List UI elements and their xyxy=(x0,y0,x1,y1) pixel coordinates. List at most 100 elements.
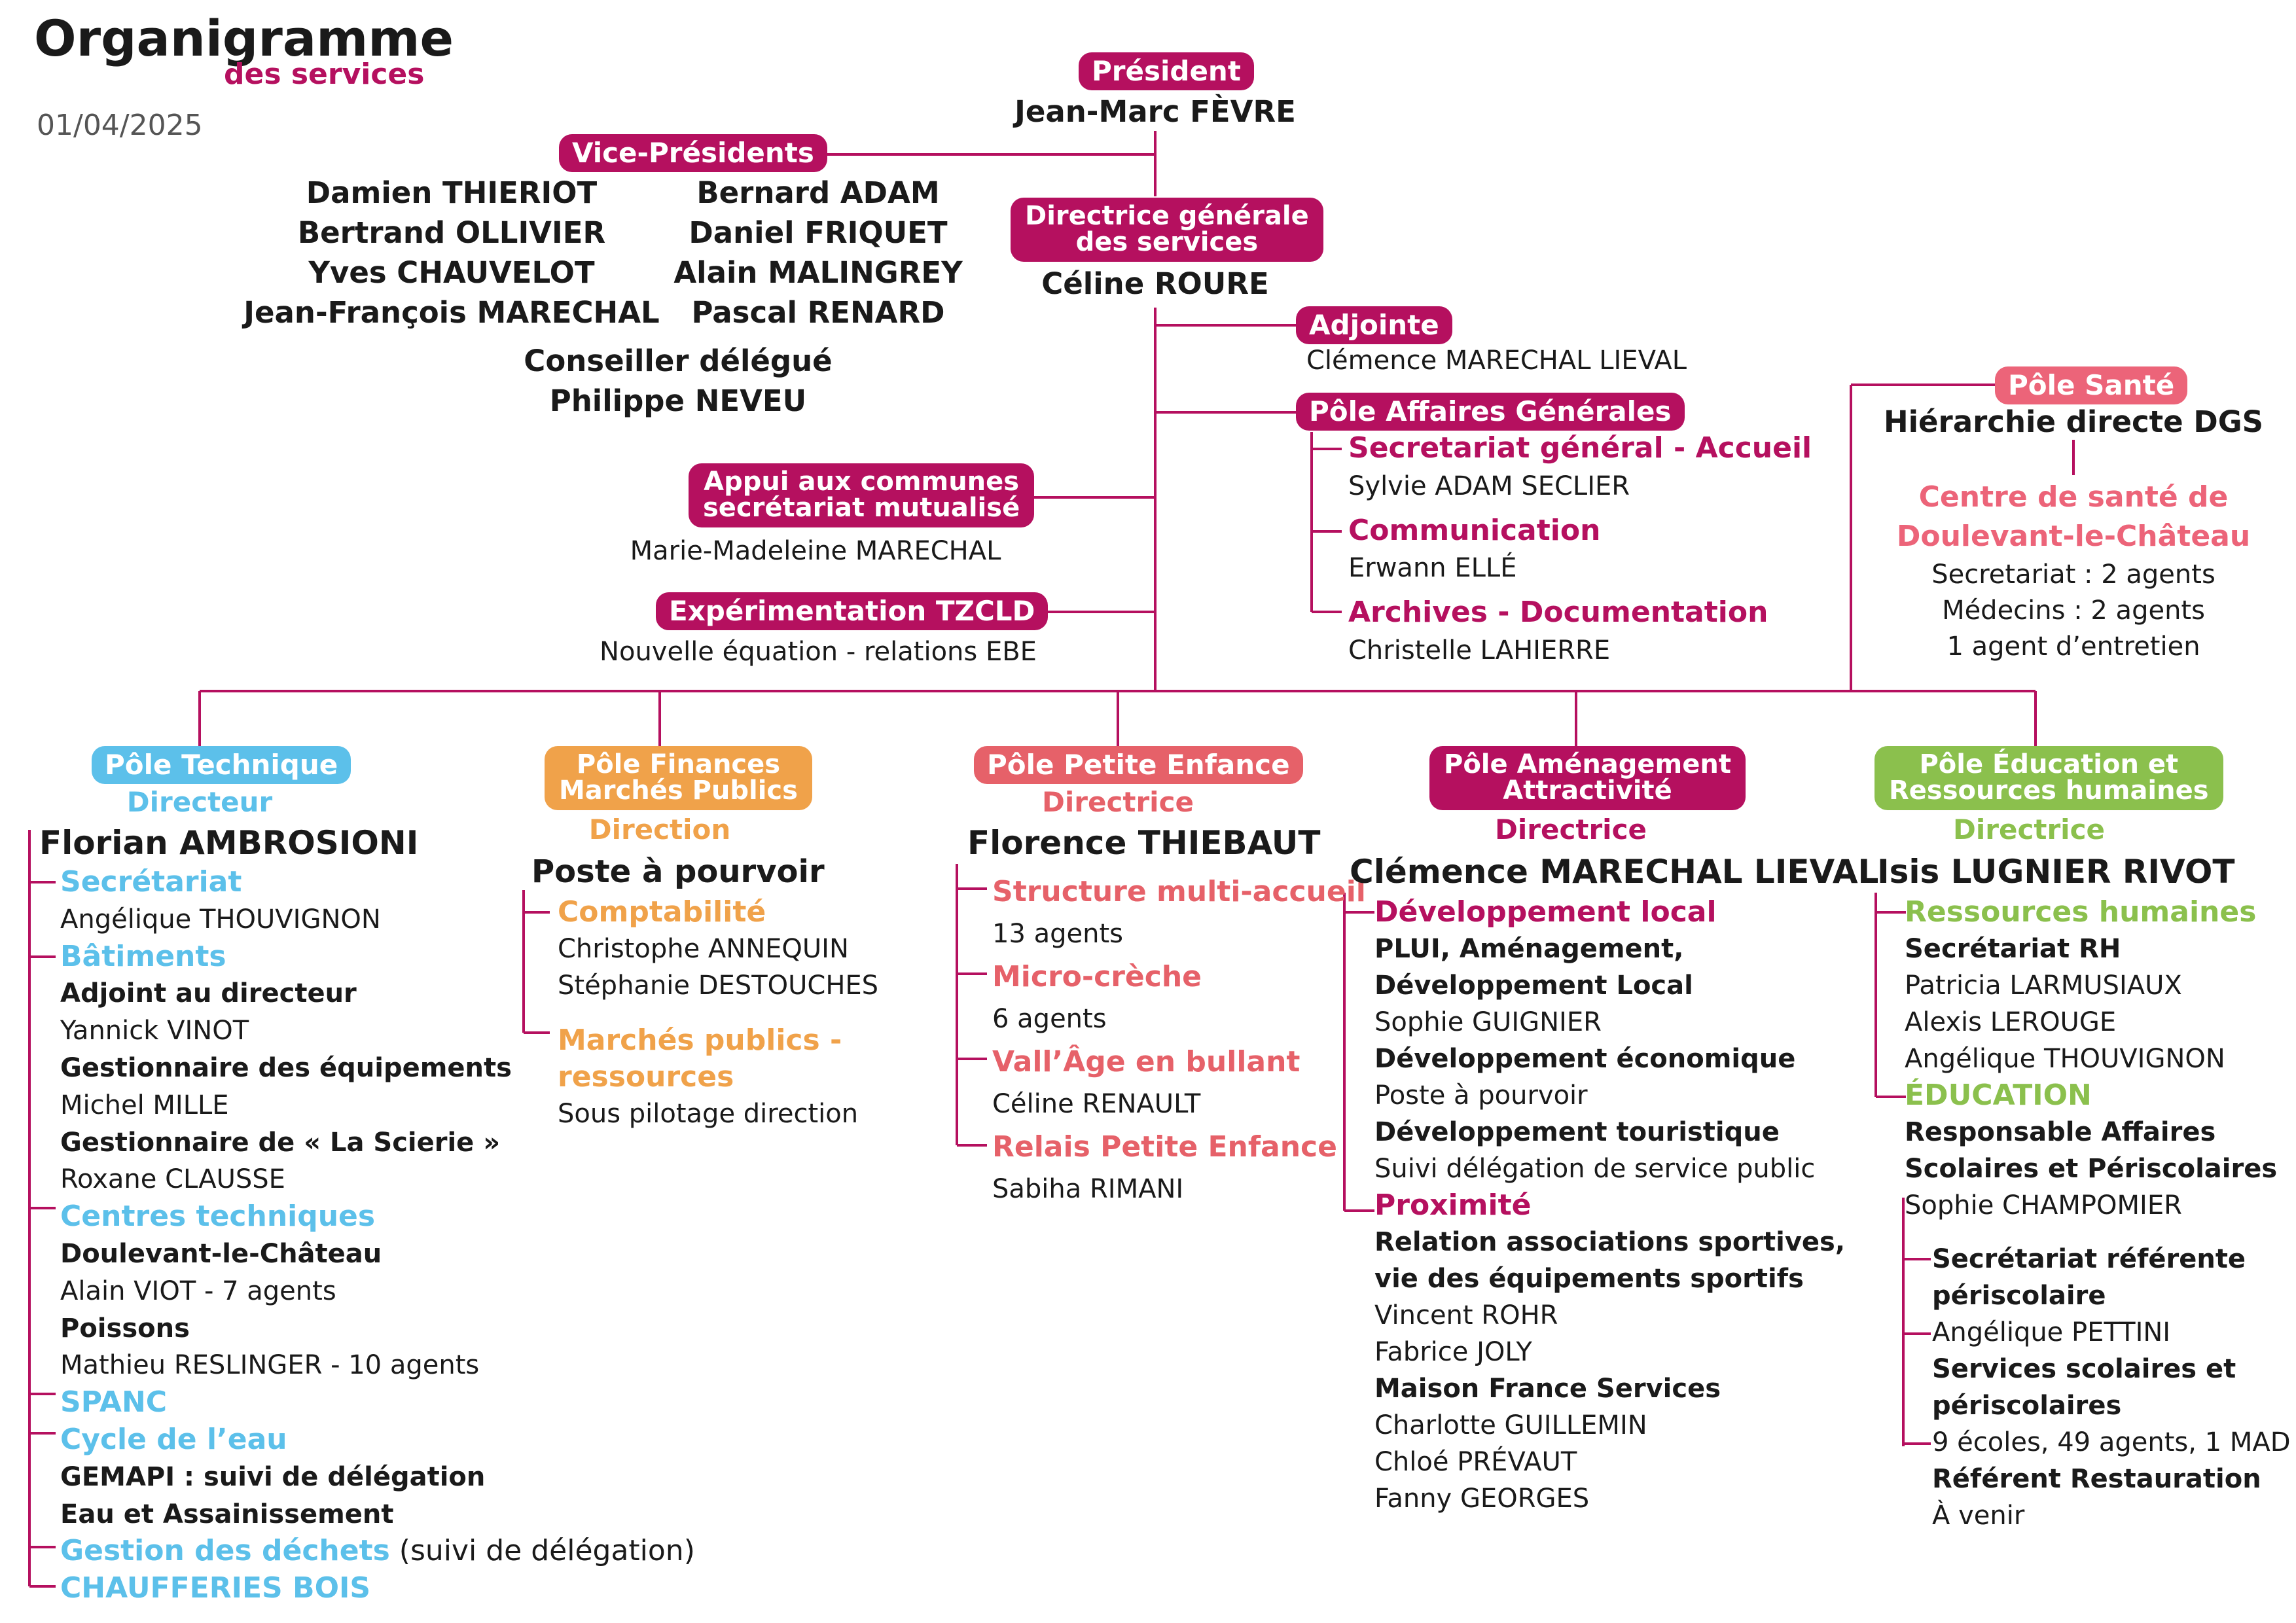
tzcld-description: Nouvelle équation - relations EBE xyxy=(600,637,1037,667)
role-title: Secrétariat référente xyxy=(1932,1241,2291,1277)
finances-role: Direction xyxy=(588,813,731,846)
person-name-text: Sophie GUIGNIER xyxy=(1374,1007,1602,1037)
person-name: À venir xyxy=(1932,1497,2291,1534)
finances-head: Poste à pourvoir xyxy=(531,853,825,890)
section-heading-text: Secrétariat xyxy=(60,865,242,899)
person-name: Stéphanie DESTOUCHES xyxy=(558,967,878,1004)
role-title-text: périscolaires xyxy=(1932,1391,2122,1421)
person-name-text: 13 agents xyxy=(992,919,1123,949)
person-name-text: Mathieu RESLINGER - 10 agents xyxy=(60,1350,480,1381)
person-name: Mathieu RESLINGER - 10 agents xyxy=(60,1347,695,1384)
sante-detail: Médecins : 2 agents xyxy=(1942,596,2205,626)
person-name-text: Céline RENAULT xyxy=(992,1089,1201,1119)
section-heading: Cycle de l’eau xyxy=(60,1421,695,1459)
role-title-text: Eau et Assainissement xyxy=(60,1499,394,1529)
person-name: Christophe ANNEQUIN xyxy=(558,931,878,967)
date-label: 01/04/2025 xyxy=(37,109,203,142)
person-name-text: Sous pilotage direction xyxy=(558,1099,859,1129)
education-director-name: Isis LUGNIER RIVOT xyxy=(1877,853,2235,891)
section-heading-text: CHAUFFERIES BOIS xyxy=(60,1571,371,1605)
affaires-item-name: Erwann ELLÉ xyxy=(1348,553,1517,583)
section-heading-text: Vall’Âge en bullant xyxy=(992,1045,1300,1079)
section-heading: Structure multi-accueil xyxy=(992,870,1366,913)
pole-affaires-generales-label: Pôle Affaires Générales xyxy=(1296,393,1685,431)
person-name: Sous pilotage direction xyxy=(558,1096,878,1132)
person-name: Patricia LARMUSIAUX xyxy=(1905,967,2277,1004)
section-heading-text: ÉDUCATION xyxy=(1905,1079,2092,1112)
person-name: Yannick VINOT xyxy=(60,1012,695,1050)
person-name-text: Vincent ROHR xyxy=(1374,1300,1558,1330)
person-name-text: À venir xyxy=(1932,1501,2025,1531)
person-name-text: Charlotte GUILLEMIN xyxy=(1374,1410,1647,1440)
section-heading: Marchés publics - xyxy=(558,1022,878,1059)
role-title: GEMAPI : suivi de délégation xyxy=(60,1459,695,1496)
role-title: Développement économique xyxy=(1374,1041,1845,1077)
vice-president-name: Alain MALINGREY xyxy=(673,255,963,290)
person-name: 9 écoles, 49 agents, 1 MAD xyxy=(1932,1424,2291,1461)
section-heading-text: Relais Petite Enfance xyxy=(992,1130,1337,1164)
amenagement-director-name: Clémence MARECHAL LIEVAL xyxy=(1350,853,1879,891)
conseiller-delegue-name: Philippe NEVEU xyxy=(549,383,807,418)
role-title: Développement touristique xyxy=(1374,1114,1845,1150)
enfance-director-name: Florence THIEBAUT xyxy=(967,824,1321,862)
role-title: périscolaires xyxy=(1932,1387,2291,1424)
role-title: Secrétariat RH xyxy=(1905,931,2277,967)
president-name: Jean-Marc FÈVRE xyxy=(1014,94,1296,129)
person-name-text: Fanny GEORGES xyxy=(1374,1484,1590,1514)
person-name-text: Alexis LEROUGE xyxy=(1905,1007,2117,1037)
section-heading-note: (suivi de délégation) xyxy=(389,1534,695,1568)
role-title: Responsable Affaires xyxy=(1905,1114,2277,1150)
person-name: Alain VIOT - 7 agents xyxy=(60,1273,695,1310)
dgs-name: Céline ROURE xyxy=(1041,266,1269,301)
role-title: Poissons xyxy=(60,1310,695,1347)
role-title-text: périscolaire xyxy=(1932,1281,2106,1311)
section-heading: Gestion des déchets (suivi de délégation… xyxy=(60,1533,695,1570)
role-title-text: Secrétariat RH xyxy=(1905,934,2121,964)
person-name-text: Angélique THOUVIGNON xyxy=(1905,1044,2225,1074)
role-title: Gestionnaire de « La Scierie » xyxy=(60,1124,695,1162)
vice-president-name: Bertrand OLLIVIER xyxy=(297,215,606,250)
section-heading: Centres techniques xyxy=(60,1198,695,1236)
person-name-text: Patricia LARMUSIAUX xyxy=(1905,971,2182,1001)
affaires-item-name: Sylvie ADAM SECLIER xyxy=(1348,471,1630,501)
person-name: Alexis LEROUGE xyxy=(1905,1004,2277,1041)
section-heading-text: Centres techniques xyxy=(60,1200,376,1234)
education-role: Directrice xyxy=(1953,813,2105,846)
role-title: Gestionnaire des équipements xyxy=(60,1050,695,1087)
role-title: Doulevant-le-Château xyxy=(60,1236,695,1273)
person-name: Angélique THOUVIGNON xyxy=(60,901,695,938)
role-title: Référent Restauration xyxy=(1932,1461,2291,1497)
section-heading-text: Structure multi-accueil xyxy=(992,875,1366,908)
person-name: Fabrice JOLY xyxy=(1374,1334,1845,1370)
sante-detail: Secretariat : 2 agents xyxy=(1931,560,2215,590)
section-heading-text: Micro-crèche xyxy=(992,960,1202,993)
person-name-text: 6 agents xyxy=(992,1004,1107,1034)
person-name-text: Alain VIOT - 7 agents xyxy=(60,1275,336,1306)
section-heading: CHAUFFERIES BOIS xyxy=(60,1570,695,1607)
role-title: Relation associations sportives, xyxy=(1374,1224,1845,1260)
role-title: PLUI, Aménagement, xyxy=(1374,931,1845,967)
person-name: Charlotte GUILLEMIN xyxy=(1374,1407,1845,1444)
role-title: vie des équipements sportifs xyxy=(1374,1260,1845,1297)
section-heading: Ressources humaines xyxy=(1905,894,2277,931)
person-name: Vincent ROHR xyxy=(1374,1297,1845,1334)
vice-president-name: Jean-François MARECHAL xyxy=(243,295,660,330)
affaires-item-name: Christelle LAHIERRE xyxy=(1348,635,1611,666)
section-heading: Secrétariat xyxy=(60,864,695,901)
role-title-text: Développement Local xyxy=(1374,971,1693,1001)
person-name-text: Michel MILLE xyxy=(60,1090,229,1120)
person-name-text: Roxane CLAUSSE xyxy=(60,1164,285,1195)
president-label: Président xyxy=(1079,52,1254,90)
person-name-text: Christophe ANNEQUIN xyxy=(558,934,849,964)
vice-presidents-label: Vice-Présidents xyxy=(559,134,827,172)
person-name-text: Suivi délégation de service public xyxy=(1374,1154,1816,1184)
section-heading-text: Marchés publics - xyxy=(558,1024,842,1057)
role-title-text: Poissons xyxy=(60,1313,190,1344)
person-name: 6 agents xyxy=(992,998,1366,1041)
